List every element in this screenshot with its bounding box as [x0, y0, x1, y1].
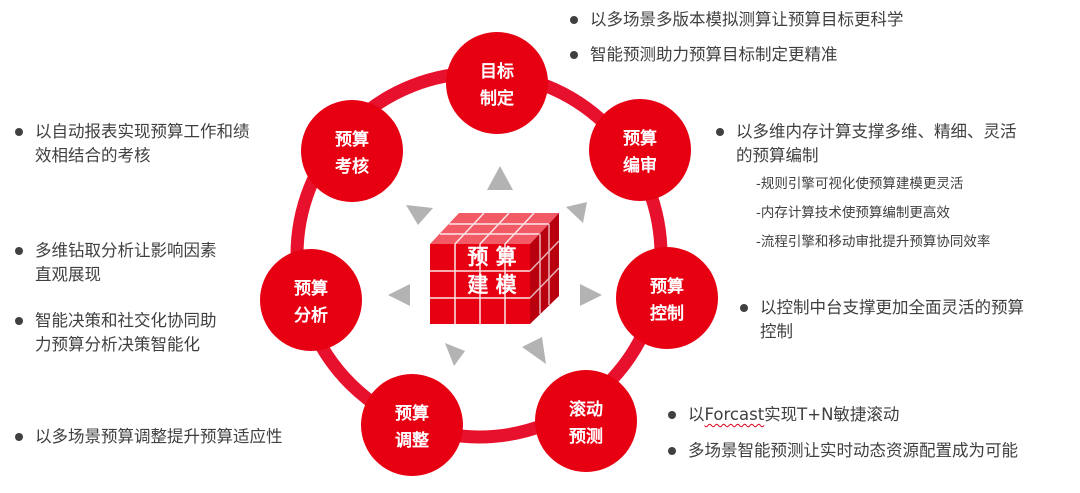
node-review-label-2: 编审: [623, 155, 657, 176]
node-adjust-label-2: 调整: [395, 430, 429, 451]
node-review-label-1: 预算: [623, 128, 657, 149]
cube-label-line2: 建 模: [467, 273, 517, 297]
assess-text-1: 以自动报表实现预算工作和绩: [35, 122, 250, 141]
arrow-lower-right: [522, 337, 546, 364]
rolling-text-1-word: Forcast: [704, 405, 765, 424]
arrow-upper-right: [566, 202, 587, 223]
adjust-text: 以多场景预算调整提升预算适应性: [35, 427, 283, 446]
node-target-label-2: 制定: [480, 88, 514, 109]
analysis2-text-2: 力预算分析决策智能化: [35, 335, 200, 354]
bullet-dot: [668, 447, 676, 455]
node-rolling-label-1: 滚动: [569, 399, 603, 420]
arrows: [388, 166, 602, 366]
node-adjust[interactable]: 预算 调整: [361, 374, 463, 476]
review-sub-3: -流程引擎和移动审批提升预算协同效率: [756, 234, 991, 250]
bullet-dot: [740, 304, 748, 312]
arrow-up: [487, 166, 513, 190]
cube-side: [529, 213, 560, 324]
node-control-label-1: 预算: [650, 276, 684, 297]
rolling-text-1-prefix: 以: [688, 405, 705, 424]
bullet-dot: [15, 247, 23, 255]
center-cube: 预 算 建 模: [430, 212, 560, 324]
analysis1-text-1: 多维钻取分析让影响因素: [35, 241, 217, 260]
node-adjust-label-1: 预算: [395, 403, 429, 424]
cube-front: [430, 244, 530, 324]
rolling-text-1: 以Forcast实现T+N敏捷滚动: [688, 403, 899, 427]
arrow-upper-left: [406, 205, 433, 225]
node-analysis-label-1: 预算: [294, 278, 328, 299]
node-rolling[interactable]: 滚动 预测: [535, 370, 637, 472]
node-target[interactable]: 目标 制定: [446, 32, 548, 134]
node-assess-label-1: 预算: [335, 129, 369, 150]
bullet-dot: [15, 433, 23, 441]
review-sub-1: -规则引擎可视化使预算建模更灵活: [756, 176, 964, 192]
cube-label-line1: 预 算: [467, 245, 516, 269]
review-sub-2: -内存计算技术使预算编制更高效: [756, 205, 950, 221]
bullet-dot: [15, 317, 23, 325]
node-assess[interactable]: 预算 考核: [301, 100, 403, 202]
cube-top: [430, 212, 559, 245]
arrow-lower-left: [445, 343, 465, 366]
bullet-dot: [15, 128, 23, 136]
analysis2-text-1: 智能决策和社交化协同助: [35, 311, 217, 330]
bullet-dot: [570, 16, 578, 24]
assess-text-2: 效相结合的考核: [35, 146, 151, 165]
node-target-label-1: 目标: [480, 61, 514, 82]
review-text-2: 的预算编制: [736, 146, 819, 165]
bullet-dot: [570, 51, 578, 59]
analysis1-text-2: 直观展现: [35, 265, 101, 284]
node-assess-label-2: 考核: [334, 156, 369, 177]
node-control[interactable]: 预算 控制: [616, 247, 718, 349]
control-text-1: 以控制中台支撑更加全面灵活的预算: [760, 298, 1024, 317]
node-control-label-2: 控制: [650, 303, 684, 324]
arrow-right: [580, 284, 602, 306]
node-review[interactable]: 预算 编审: [589, 99, 691, 201]
bullet-dot: [668, 411, 676, 419]
rolling-text-1-suffix: 实现T+N敏捷滚动: [764, 405, 900, 424]
target-text-1: 以多场景多版本模拟测算让预算目标更科学: [590, 10, 904, 29]
rolling-text-2: 多场景智能预测让实时动态资源配置成为可能: [688, 441, 1018, 460]
review-text-1: 以多维内存计算支撑多维、精细、灵活: [736, 122, 1017, 141]
target-text-2: 智能预测助力预算目标制定更精准: [590, 45, 838, 64]
node-analysis-label-2: 分析: [294, 305, 328, 326]
arrow-left: [388, 284, 410, 306]
node-rolling-label-2: 预测: [569, 426, 603, 447]
bullet-dot: [716, 128, 724, 136]
control-text-2: 控制: [760, 322, 793, 341]
node-analysis[interactable]: 预算 分析: [260, 249, 362, 351]
